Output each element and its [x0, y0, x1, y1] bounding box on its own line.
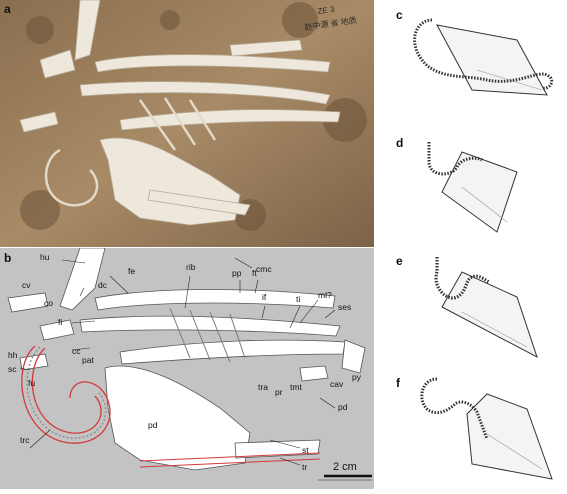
label-ml: ml?: [318, 290, 332, 300]
label-tmt: tmt: [290, 382, 302, 392]
reconstruction-c: [377, 0, 567, 118]
label-pat: pat: [82, 355, 94, 365]
scale-bar-label: 2 cm: [333, 461, 357, 473]
label-fu: fu: [28, 378, 35, 388]
trachea-diagram-f: [420, 377, 553, 480]
label-hu: hu: [40, 252, 50, 262]
reconstruction-f: [377, 364, 567, 482]
label-tr: tr: [302, 462, 307, 472]
panel-label-a: a: [4, 2, 11, 16]
trachea-diagram-d: [427, 142, 518, 233]
label-co: co: [44, 298, 53, 308]
panel-label-e: e: [396, 254, 403, 268]
label-pd: pd: [338, 402, 348, 412]
label-fe: fe: [128, 266, 135, 276]
label-ft: ft: [252, 268, 257, 278]
label-tra: tra: [258, 382, 268, 392]
label-rib: rib: [186, 262, 196, 272]
photo-panel: ZE 3 赵中源 省 地质: [0, 0, 374, 247]
label-if: if: [262, 292, 267, 302]
label-cmc: cmc: [256, 264, 272, 274]
svg-text:ZE 3: ZE 3: [317, 5, 336, 16]
label-cav: cav: [330, 379, 344, 389]
fossil-photo: ZE 3 赵中源 省 地质: [0, 0, 374, 247]
label-py: py: [352, 372, 362, 382]
panel-label-d: d: [396, 136, 404, 150]
label-pr: pr: [275, 387, 283, 397]
label-fi: fi: [58, 317, 62, 327]
label-cv: cv: [22, 280, 31, 290]
panel-label-c: c: [396, 8, 403, 22]
label-pp: pp: [232, 268, 242, 278]
label-ti: ti: [296, 294, 300, 304]
label-pd-lower: pd: [148, 420, 158, 430]
label-st: st: [302, 445, 309, 455]
anatomical-labels: hu cmc fe rib pp ft dc cv co if ti ml? f…: [8, 252, 362, 472]
panel-label-f: f: [396, 376, 400, 390]
reconstruction-e: [377, 242, 567, 360]
label-ses: ses: [338, 302, 351, 312]
label-cc: cc: [72, 346, 81, 356]
label-hh: hh: [8, 350, 18, 360]
label-dc: dc: [98, 280, 108, 290]
label-sc: sc: [8, 364, 17, 374]
trachea-diagram-c: [413, 18, 554, 96]
trachea-diagram-e: [434, 257, 538, 359]
label-trc: trc: [20, 435, 30, 445]
reconstruction-d: [377, 122, 567, 240]
interpretive-drawing: hu cmc fe rib pp ft dc cv co if ti ml? f…: [0, 247, 374, 489]
drawing-panel: hu cmc fe rib pp ft dc cv co if ti ml? f…: [0, 247, 374, 489]
panel-label-b: b: [4, 251, 12, 265]
